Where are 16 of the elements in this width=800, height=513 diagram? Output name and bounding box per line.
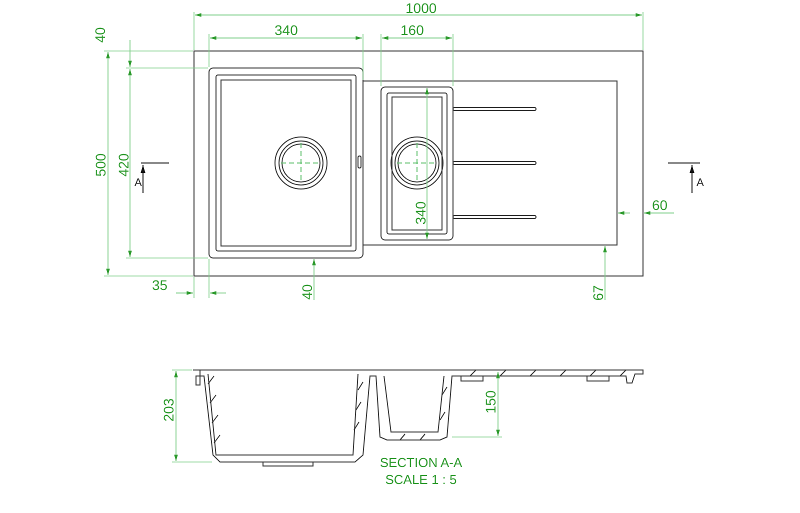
dimension-value: 60 — [652, 197, 668, 213]
dimension-value: 203 — [160, 398, 176, 422]
dimension-value: 500 — [92, 153, 108, 177]
dimension-value: 67 — [590, 285, 606, 301]
section-letter: A — [696, 176, 704, 191]
dimension-value: 160 — [400, 22, 424, 38]
dimension-value: 340 — [412, 201, 428, 225]
dimension-value: 40 — [298, 284, 315, 300]
section-letter: A — [134, 176, 142, 191]
dimension-value: 40 — [92, 27, 108, 43]
section-caption: SECTION A-A SCALE 1 : 5 — [378, 454, 464, 488]
dimension-value: 150 — [482, 390, 498, 414]
dimension-value: 1000 — [406, 0, 437, 16]
dimension-value: 35 — [152, 277, 168, 293]
dimension-value: 340 — [274, 22, 298, 38]
dimension-value: 420 — [115, 153, 132, 177]
